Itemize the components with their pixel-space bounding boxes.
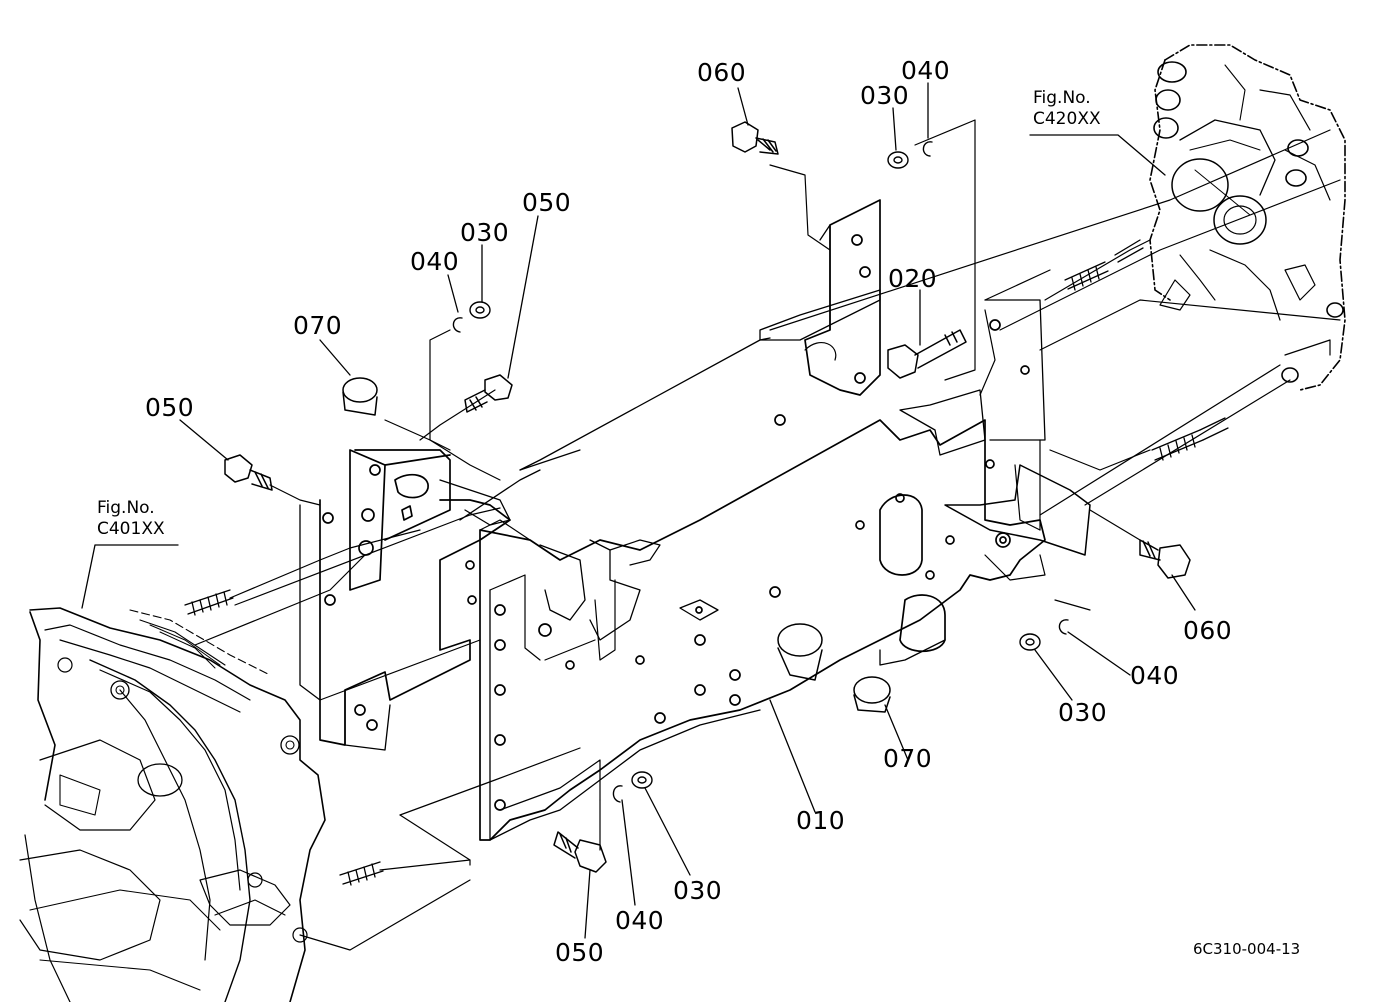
callout-040-right: 040: [1130, 661, 1180, 690]
rear-transmission-case: [1149, 44, 1346, 391]
callout-030-right: 030: [1058, 698, 1108, 727]
bolt-050-left: [224, 454, 273, 491]
callout-030-top: 030: [860, 81, 910, 110]
callout-070-left: 070: [293, 311, 343, 340]
fig-ref-front: Fig.No. C401XX: [97, 498, 165, 541]
bolt-060-right: [1139, 539, 1191, 579]
callout-010: 010: [796, 806, 846, 835]
fig-ref-rear: Fig.No. C420XX: [1033, 88, 1101, 131]
fig-ref-rear-line2: C420XX: [1033, 109, 1101, 130]
bolt-050-top: [464, 374, 513, 413]
callout-070-right: 070: [883, 744, 933, 773]
studs: [184, 239, 1229, 886]
bolt-050-bottom: [553, 831, 607, 873]
fig-ref-rear-line1: Fig.No.: [1033, 88, 1091, 108]
callout-060-right: 060: [1183, 616, 1233, 645]
callout-040-bottom: 040: [615, 906, 665, 935]
main-frame: [299, 199, 1091, 841]
callout-040-mid: 040: [410, 247, 460, 276]
callout-040-top: 040: [901, 56, 951, 85]
nut-030-top: [469, 151, 1041, 789]
front-transmission-case: [19, 607, 326, 1003]
bolt-060-top: [731, 121, 779, 155]
fig-ref-front-line2: C401XX: [97, 519, 165, 540]
callout-050-bottom: 050: [555, 938, 605, 967]
callout-050-left: 050: [145, 393, 195, 422]
assembly-lines: [194, 119, 1341, 951]
bushing-070: [342, 377, 891, 713]
callout-030-mid: 030: [460, 218, 510, 247]
fig-ref-front-line1: Fig.No.: [97, 498, 155, 518]
callout-leaders: [81, 82, 1196, 939]
callout-050-top: 050: [522, 188, 572, 217]
washer-040: [452, 141, 1069, 803]
callout-060-top: 060: [697, 58, 747, 87]
callout-020: 020: [888, 264, 938, 293]
callout-030-bottom: 030: [673, 876, 723, 905]
drawing-number: 6C310-004-13: [1193, 940, 1301, 958]
bolt-020: [887, 329, 967, 379]
